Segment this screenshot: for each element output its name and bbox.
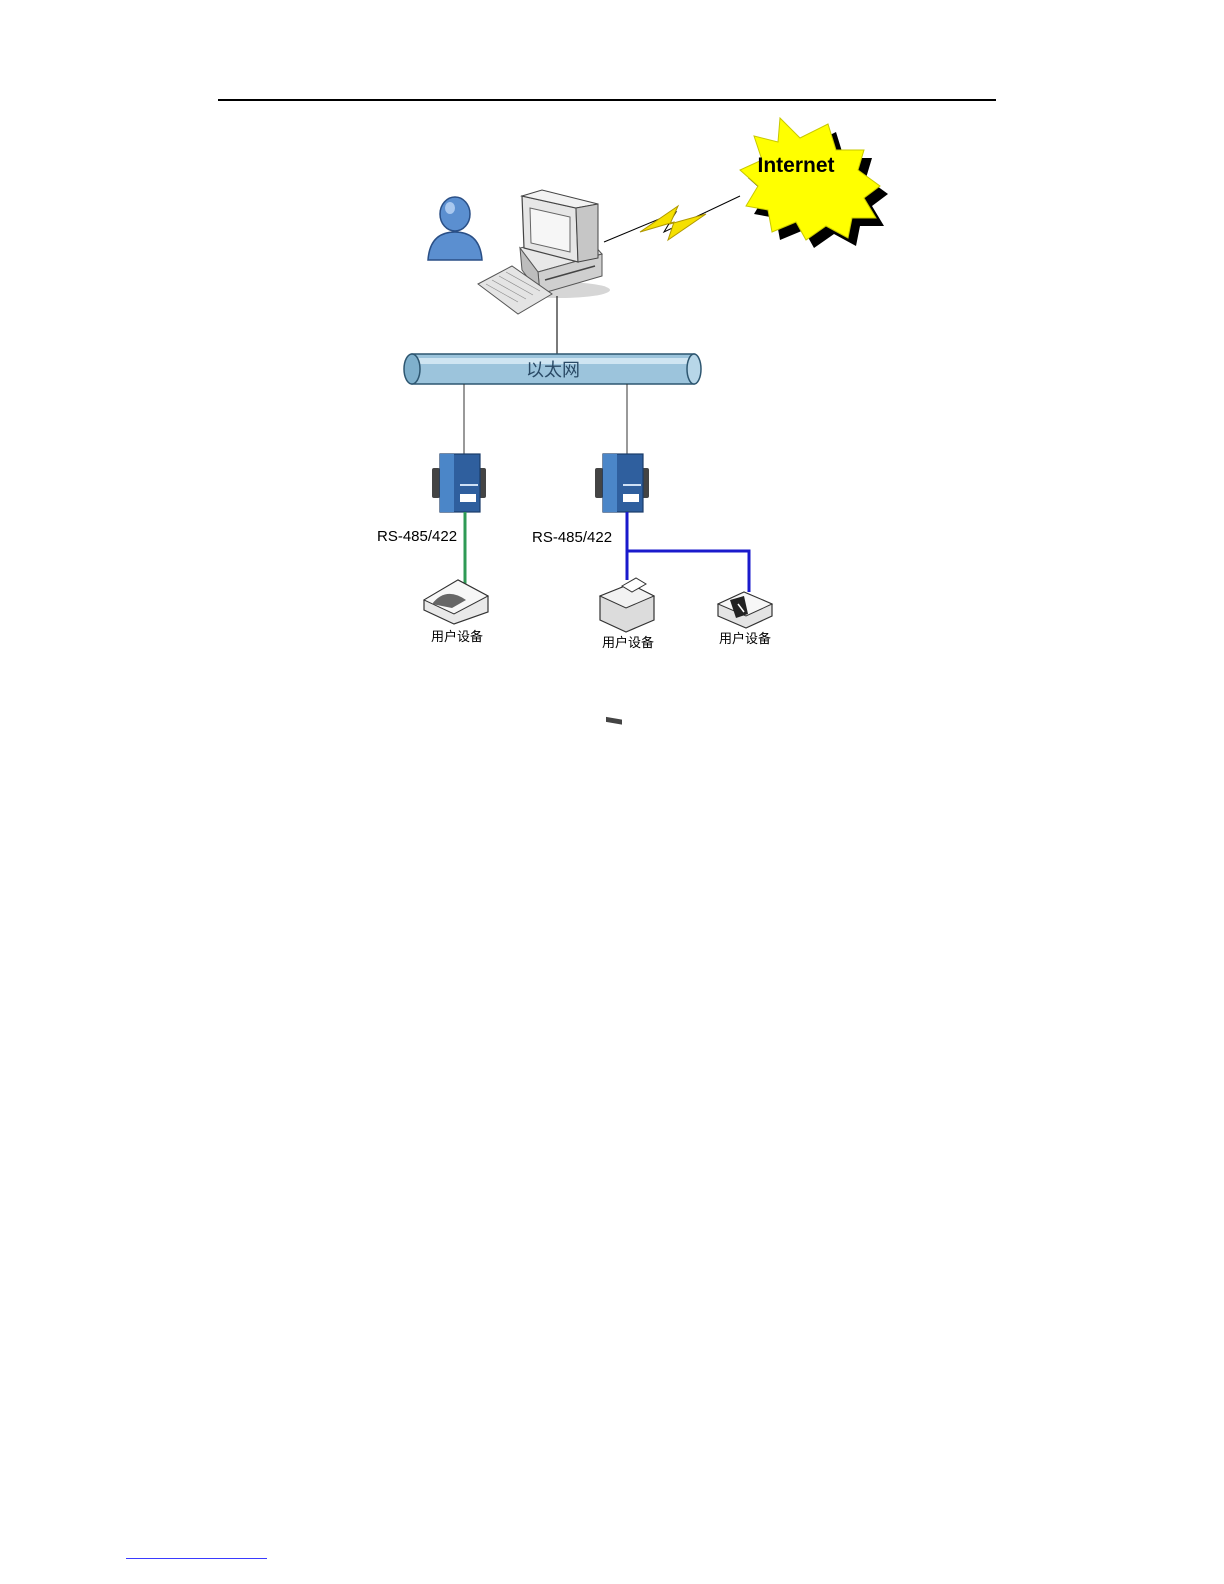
device-1-label: 用户设备 bbox=[431, 629, 483, 645]
device-3-label: 用户设备 bbox=[719, 631, 771, 647]
serial-server-right-icon bbox=[595, 454, 649, 512]
internet-label: Internet bbox=[757, 154, 834, 177]
computer-icon bbox=[478, 190, 610, 314]
right-port-label: RS-485/422 bbox=[532, 529, 612, 546]
device-2-label: 用户设备 bbox=[602, 635, 654, 651]
internet-cloud-icon bbox=[740, 118, 888, 248]
user-device-1-icon bbox=[424, 580, 488, 624]
ethernet-label: 以太网 bbox=[526, 360, 580, 381]
user-device-2-icon bbox=[600, 578, 654, 725]
left-port-label: RS-485/422 bbox=[377, 528, 457, 545]
footnote-rule bbox=[126, 1558, 267, 1559]
serial-server-left-icon bbox=[432, 454, 486, 512]
user-device-3-icon bbox=[718, 592, 772, 628]
user-icon bbox=[428, 197, 482, 260]
wireless-link-icon bbox=[604, 196, 740, 242]
blue-serial-bus bbox=[627, 512, 749, 592]
